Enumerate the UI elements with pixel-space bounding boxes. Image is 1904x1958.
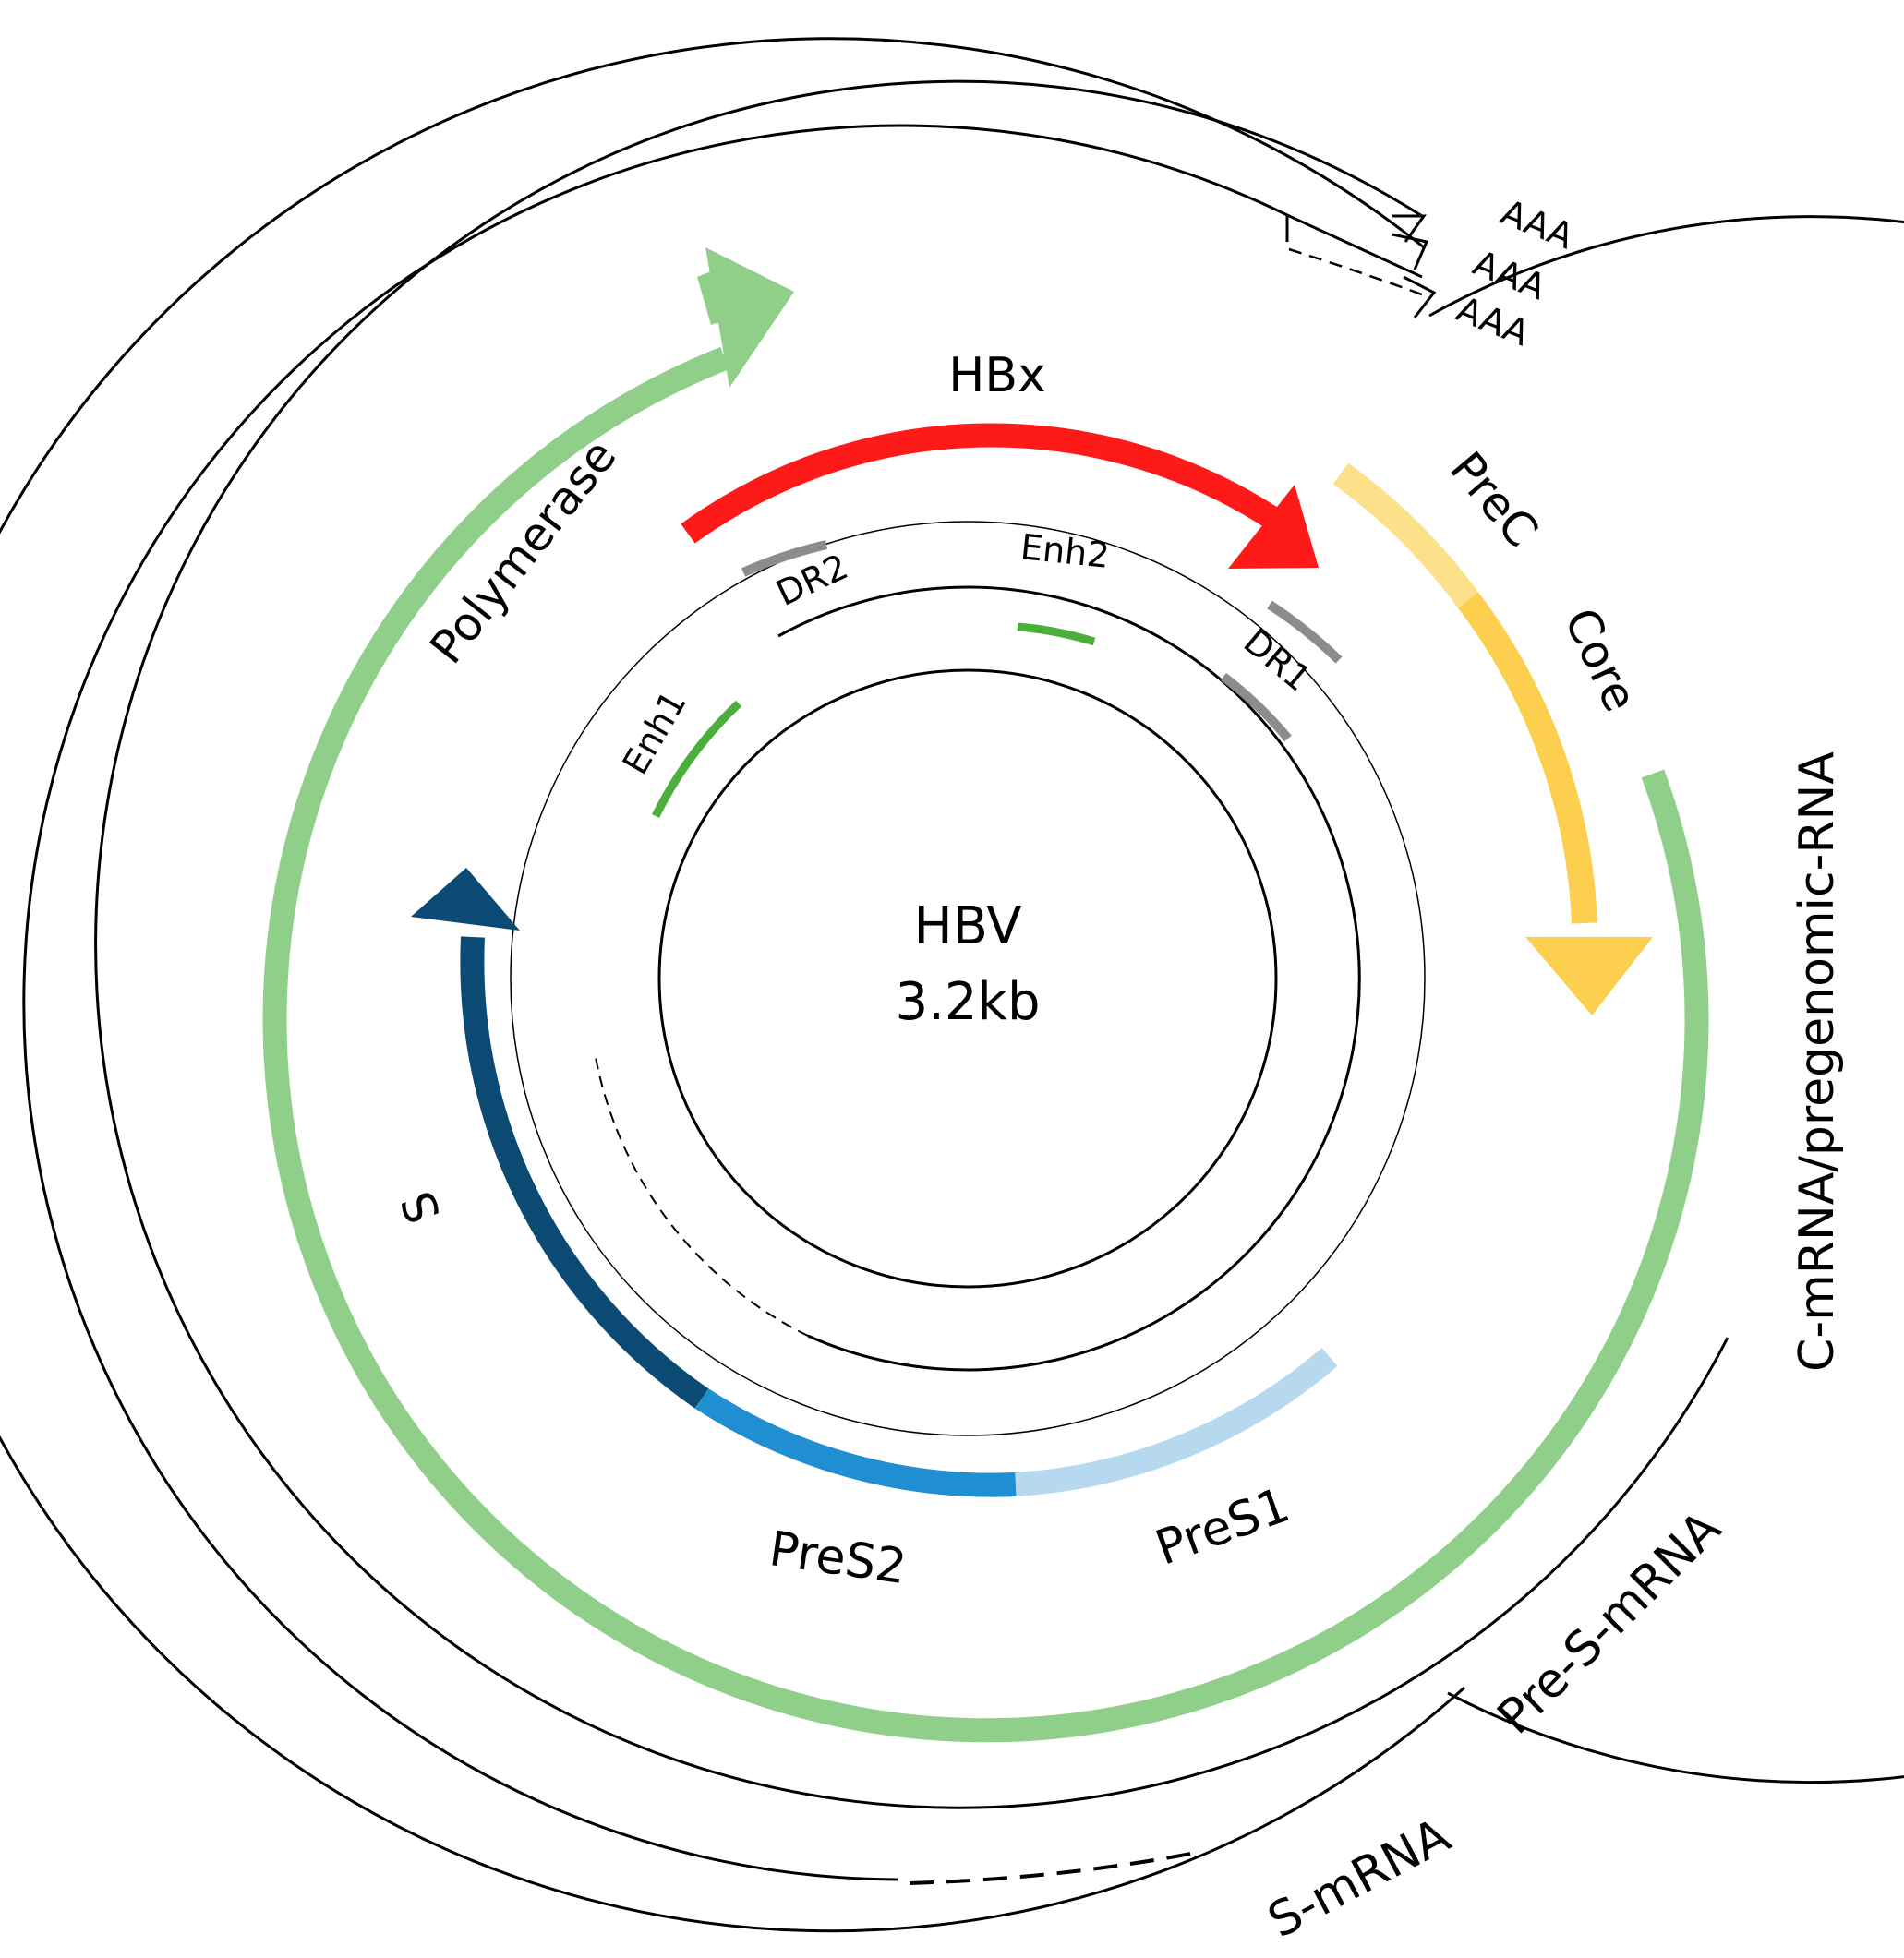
hbx-arc bbox=[681, 423, 1298, 544]
c-mrna-label: C-mRNA/pregenomic-RNA bbox=[1790, 751, 1845, 1372]
hbx-arrowhead-icon bbox=[1228, 485, 1319, 569]
c-mrna-arc bbox=[94, 79, 1729, 1809]
core-arc bbox=[1457, 592, 1597, 924]
c-mrna-arrowhead-icon bbox=[1392, 214, 1427, 243]
pres1-arc bbox=[1015, 1348, 1338, 1496]
enh2-label: Enh2 bbox=[1018, 526, 1111, 576]
dr1-outer-marker bbox=[1267, 600, 1343, 664]
pres2-label: PreS2 bbox=[766, 1521, 910, 1595]
polya-label-1: AAA bbox=[1495, 192, 1579, 258]
center-title: HBV bbox=[913, 896, 1021, 956]
s-mrna-arrowhead-icon bbox=[1403, 275, 1437, 318]
polymerase-arrow-neck bbox=[697, 264, 744, 325]
s-mrna-dashed-end bbox=[909, 1850, 1201, 1885]
enh2-marker bbox=[1017, 622, 1096, 646]
pre-s-mrna-arrowhead-icon bbox=[1392, 233, 1429, 270]
pres1-label: PreS1 bbox=[1149, 1477, 1296, 1576]
polymerase-arc bbox=[262, 346, 1709, 1743]
dr1-inner-marker bbox=[1220, 673, 1292, 742]
dr2-marker bbox=[741, 540, 828, 577]
pres2-arc bbox=[694, 1388, 1017, 1497]
enh1-marker bbox=[651, 700, 742, 818]
hbx-label: HBx bbox=[948, 348, 1046, 403]
s-mrna-dashed-start bbox=[1288, 247, 1430, 299]
s-mrna-start-bracket bbox=[1285, 212, 1423, 279]
s-mrna-ring bbox=[22, 124, 1288, 1881]
s-mrna-label: S-mRNA bbox=[1259, 1808, 1460, 1949]
outer-genome-circle bbox=[510, 521, 1426, 1436]
s-arrowhead-icon bbox=[411, 868, 520, 931]
inner-genome-circle bbox=[657, 668, 1278, 1289]
s-arc bbox=[460, 936, 709, 1409]
pre-s-mrna-arc bbox=[0, 37, 1466, 1933]
plus-strand-gap-dashed bbox=[595, 1056, 809, 1337]
core-label: Core bbox=[1554, 600, 1647, 719]
core-arrowhead-icon bbox=[1525, 937, 1653, 1015]
s-label: S bbox=[391, 1184, 451, 1231]
prec-label: PreC bbox=[1440, 442, 1549, 558]
center-size: 3.2kb bbox=[895, 972, 1040, 1032]
pre-s-mrna-label: Pre-S-mRNA bbox=[1488, 1500, 1732, 1745]
prec-arc bbox=[1332, 462, 1479, 608]
plus-strand-arc bbox=[777, 585, 1361, 1372]
